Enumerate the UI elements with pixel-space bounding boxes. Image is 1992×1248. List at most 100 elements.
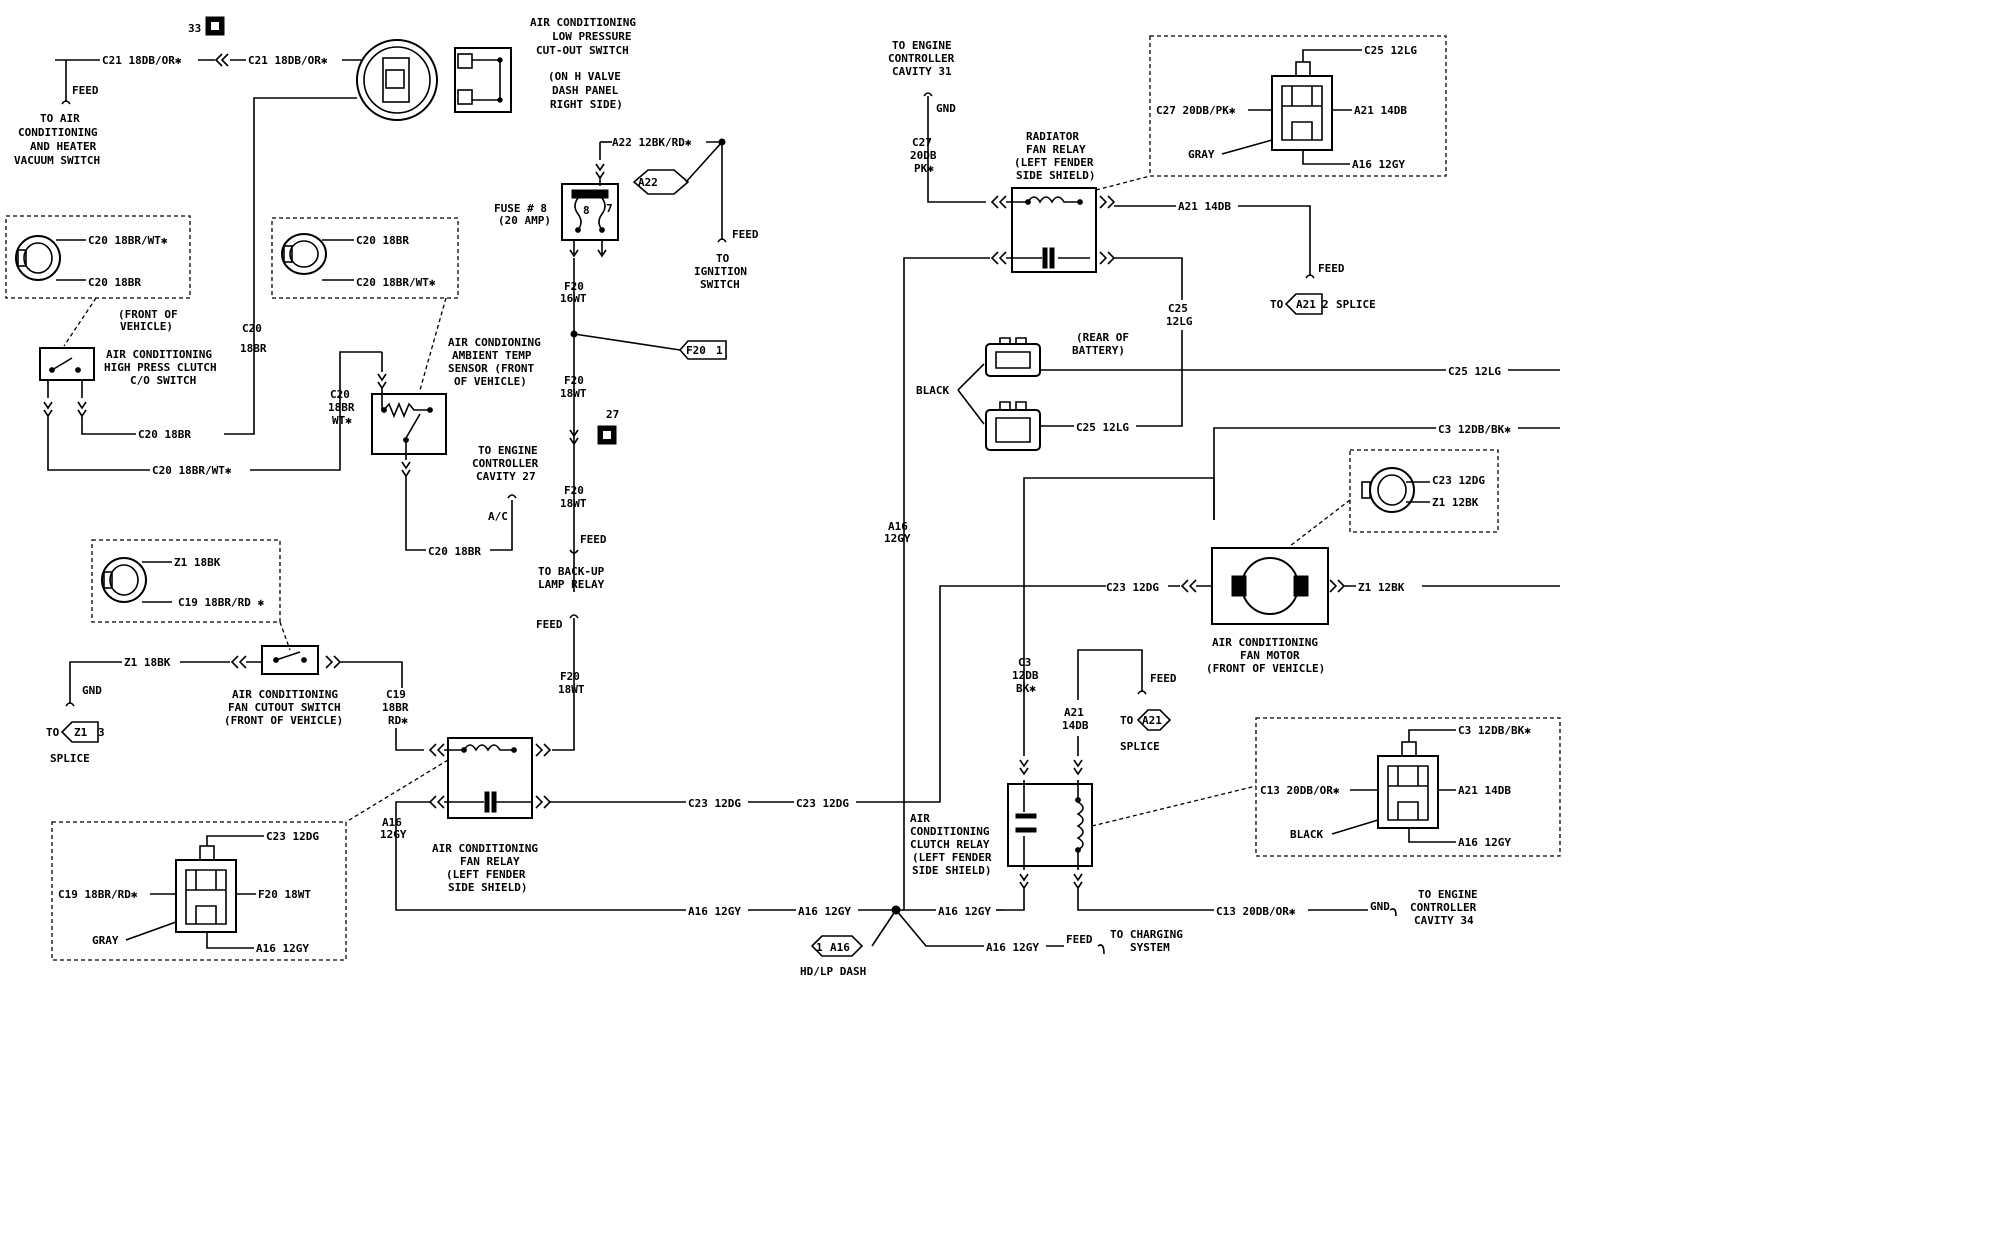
svg-text:(FRONT OF: (FRONT OF (118, 308, 178, 321)
svg-text:(ON H VALVE: (ON H VALVE (548, 70, 621, 83)
svg-text:VACUUM SWITCH: VACUUM SWITCH (14, 154, 100, 167)
low-pressure-switch-label: AIR CONDITIONING LOW PRESSURE CUT-OUT SW… (530, 16, 636, 111)
svg-text:C25 12LG: C25 12LG (1364, 44, 1417, 57)
fan-cutout-switch: Z1 18BK GND TO Z1 3 SPLICE AIR CONDITION… (46, 645, 424, 765)
svg-text:A16 12GY: A16 12GY (1458, 836, 1511, 849)
svg-text:SYSTEM: SYSTEM (1130, 941, 1170, 954)
hp-switch-connector-box: C20 18BR/WT✱ C20 18BR (FRONT OF VEHICLE) (5, 215, 191, 347)
svg-text:SPLICE: SPLICE (50, 752, 90, 765)
svg-text:C27: C27 (912, 136, 932, 149)
svg-text:Z1 18BK: Z1 18BK (124, 656, 171, 669)
svg-text:C3: C3 (1018, 656, 1031, 669)
svg-text:C3 12DB/BK✱: C3 12DB/BK✱ (1458, 724, 1531, 737)
svg-text:DASH PANEL: DASH PANEL (552, 84, 619, 97)
svg-text:IGNITION: IGNITION (694, 265, 747, 278)
ac-clutch-relay: C3 12DB BK✱ A21 14DB FEED TO A21 SPLICE … (910, 477, 1478, 927)
svg-text:12GY: 12GY (884, 532, 911, 545)
svg-text:C21 18DB/OR✱: C21 18DB/OR✱ (102, 54, 182, 67)
svg-text:18BR: 18BR (328, 401, 355, 414)
svg-text:18WT: 18WT (560, 497, 587, 510)
ambient-sensor-connector-box: C20 18BR C20 18BR/WT✱ (271, 217, 459, 391)
fuse-8: A22 12BK/RD✱ FEED TO IGNITION SWITCH A22… (494, 136, 759, 592)
svg-text:F20: F20 (564, 484, 584, 497)
top-right-connector-box: C25 12LG C27 20DB/PK✱ A21 14DB GRAY A16 … (1149, 35, 1447, 177)
radiator-fan-relay: A21 14DB FEED TO A21 2 SPLICE RADIATOR F… (903, 130, 1376, 520)
svg-text:C/O SWITCH: C/O SWITCH (130, 374, 196, 387)
svg-text:FEED: FEED (72, 84, 99, 97)
svg-text:A21 14DB: A21 14DB (1458, 784, 1511, 797)
c21-wire: C21 18DB/OR✱ C21 18DB/OR✱ FEED (55, 53, 362, 105)
svg-text:C20 18BR: C20 18BR (138, 428, 191, 441)
svg-text:A21 14DB: A21 14DB (1354, 104, 1407, 117)
svg-text:(20 AMP): (20 AMP) (498, 214, 551, 227)
svg-text:TO BACK-UP: TO BACK-UP (538, 565, 605, 578)
svg-text:FAN RELAY: FAN RELAY (460, 855, 520, 868)
svg-text:F20: F20 (560, 670, 580, 683)
svg-text:18WT: 18WT (558, 683, 585, 696)
bottom-left-connector-box: C23 12DG C19 18BR/RD✱ F20 18WT GRAY A16 … (51, 821, 347, 961)
svg-text:FEED: FEED (732, 228, 759, 241)
svg-text:C25 12LG: C25 12LG (1076, 421, 1129, 434)
svg-text:CONTROLLER: CONTROLLER (472, 457, 539, 470)
svg-text:AIR CONDITIONING: AIR CONDITIONING (432, 842, 538, 855)
svg-text:A21: A21 (1296, 298, 1316, 311)
svg-text:SIDE SHIELD): SIDE SHIELD) (912, 864, 991, 877)
svg-text:SIDE SHIELD): SIDE SHIELD) (1016, 169, 1095, 182)
svg-text:TO ENGINE: TO ENGINE (892, 39, 952, 52)
svg-text:C23 12DG: C23 12DG (266, 830, 319, 843)
svg-text:FAN RELAY: FAN RELAY (1026, 143, 1086, 156)
svg-text:A16 12GY: A16 12GY (798, 905, 851, 918)
svg-text:C13 20DB/OR✱: C13 20DB/OR✱ (1260, 784, 1340, 797)
hp-clutch-switch: AIR CONDITIONING HIGH PRESS CLUTCH C/O S… (39, 322, 382, 477)
svg-text:C20 18BR: C20 18BR (356, 234, 409, 247)
svg-text:AIR CONDITIONING: AIR CONDITIONING (1212, 636, 1318, 649)
svg-text:Z1: Z1 (74, 726, 88, 739)
svg-text:C20 18BR/WT✱: C20 18BR/WT✱ (356, 276, 436, 289)
svg-text:FEED: FEED (580, 533, 607, 546)
svg-text:TO ENGINE: TO ENGINE (1418, 888, 1478, 901)
svg-text:LAMP RELAY: LAMP RELAY (538, 578, 605, 591)
svg-text:F20 18WT: F20 18WT (258, 888, 311, 901)
svg-text:WT✱: WT✱ (332, 414, 352, 427)
svg-text:OF VEHICLE): OF VEHICLE) (454, 375, 527, 388)
svg-text:C20: C20 (330, 388, 350, 401)
svg-text:FEED: FEED (1066, 933, 1093, 946)
svg-text:RIGHT SIDE): RIGHT SIDE) (550, 98, 623, 111)
svg-text:FEED: FEED (536, 618, 563, 631)
svg-text:CLUTCH RELAY: CLUTCH RELAY (910, 838, 990, 851)
svg-text:CAVITY 34: CAVITY 34 (1414, 914, 1474, 927)
svg-text:20DB: 20DB (910, 149, 937, 162)
svg-text:A16: A16 (830, 941, 850, 954)
ac-wiring-diagram: 33 C21 18DB/OR✱ C21 18DB/OR✱ FEED TO AIR… (5, 16, 1561, 978)
svg-text:FUSE # 8: FUSE # 8 (494, 202, 547, 215)
svg-text:A16 12GY: A16 12GY (1352, 158, 1405, 171)
svg-text:A16 12GY: A16 12GY (938, 905, 991, 918)
svg-text:FEED: FEED (1318, 262, 1345, 275)
ac-fan-relay: C23 12DG C23 12DG A16 12GY AIR CONDITION… (345, 585, 1106, 918)
svg-text:A16 12GY: A16 12GY (256, 942, 309, 955)
svg-text:A16 12GY: A16 12GY (986, 941, 1039, 954)
fan-cutout-connector-box: Z1 18BK C19 18BR/RD ✱ (91, 539, 291, 651)
svg-text:C25 12LG: C25 12LG (1448, 365, 1501, 378)
svg-text:7: 7 (606, 202, 613, 215)
svg-text:TO: TO (1270, 298, 1284, 311)
svg-text:FAN MOTOR: FAN MOTOR (1240, 649, 1300, 662)
svg-text:27: 27 (606, 408, 619, 421)
svg-text:C20 18BR: C20 18BR (88, 276, 141, 289)
svg-text:A16: A16 (382, 816, 402, 829)
svg-text:Z1 12BK: Z1 12BK (1432, 496, 1479, 509)
ac-fan-motor: C23 12DG Z1 12BK AIR CONDITIONING FAN MO… (1106, 547, 1560, 675)
svg-text:F20: F20 (564, 280, 584, 293)
svg-text:A16 12GY: A16 12GY (688, 905, 741, 918)
svg-text:AIR CONDIONING: AIR CONDIONING (448, 336, 541, 349)
svg-text:AIR CONDITIONING: AIR CONDITIONING (106, 348, 212, 361)
svg-text:SENSOR (FRONT: SENSOR (FRONT (448, 362, 534, 375)
svg-text:2: 2 (1322, 298, 1329, 311)
svg-text:TO ENGINE: TO ENGINE (478, 444, 538, 457)
svg-text:A21: A21 (1064, 706, 1084, 719)
svg-text:(LEFT FENDER: (LEFT FENDER (446, 868, 526, 881)
svg-text:PK✱: PK✱ (914, 162, 934, 175)
svg-text:BLACK: BLACK (916, 384, 949, 397)
svg-text:A21 14DB: A21 14DB (1178, 200, 1231, 213)
svg-text:F20: F20 (686, 344, 706, 357)
